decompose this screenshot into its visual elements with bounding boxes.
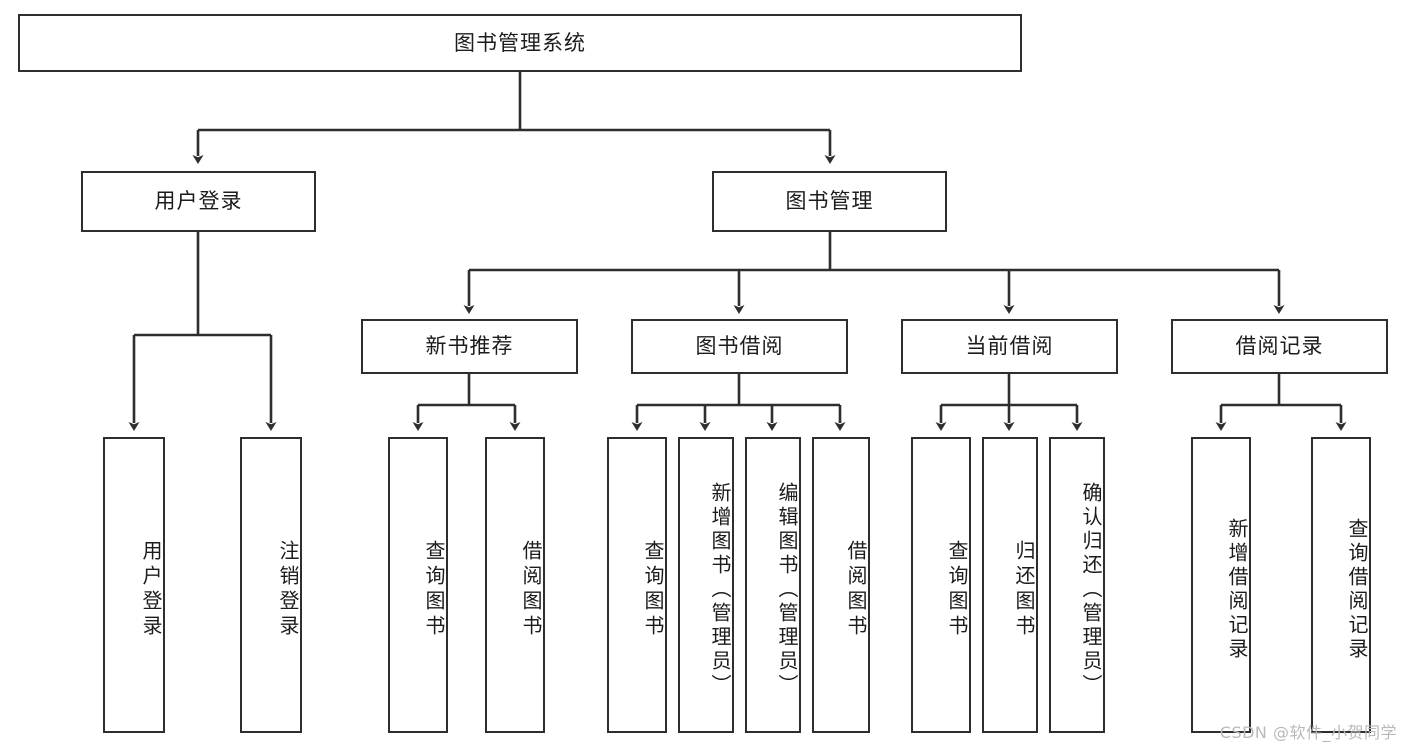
node-label: 借阅图书: [519, 540, 543, 640]
leaf-borrow-query-book[interactable]: 查询图书: [607, 437, 667, 733]
leaf-borrow-borrow-book[interactable]: 借阅图书: [812, 437, 870, 733]
node-root-book-management-system[interactable]: 图书管理系统: [18, 14, 1022, 72]
leaf-current-query-book[interactable]: 查询图书: [911, 437, 971, 733]
leaf-record-add-borrow-record[interactable]: 新增借阅记录: [1191, 437, 1251, 733]
node-label: 确认归还（管理员）: [1079, 482, 1103, 698]
node-book-management[interactable]: 图书管理: [712, 171, 947, 232]
node-borrow-record[interactable]: 借阅记录: [1171, 319, 1388, 374]
leaf-borrow-edit-book-admin[interactable]: 编辑图书（管理员）: [745, 437, 801, 733]
leaf-new-book-borrow[interactable]: 借阅图书: [485, 437, 545, 733]
leaf-user-login-signin[interactable]: 用户登录: [103, 437, 165, 733]
node-label: 编辑图书（管理员）: [775, 482, 799, 698]
leaf-current-return-book[interactable]: 归还图书: [982, 437, 1038, 733]
node-label: 查询图书: [641, 540, 665, 640]
node-label: 归还图书: [1012, 540, 1036, 640]
node-label: 用户登录: [154, 189, 243, 214]
node-user-login[interactable]: 用户登录: [81, 171, 316, 232]
node-label: 图书管理: [785, 189, 874, 214]
leaf-new-book-query[interactable]: 查询图书: [388, 437, 448, 733]
node-label: 新书推荐: [425, 334, 514, 359]
node-label: 查询图书: [945, 540, 969, 640]
watermark-text: CSDN @软件_小贺同学: [1219, 723, 1397, 742]
node-label: 用户登录: [139, 540, 163, 640]
node-label: 注销登录: [276, 540, 300, 640]
node-label: 新增借阅记录: [1225, 518, 1249, 662]
node-label: 查询图书: [422, 540, 446, 640]
node-label: 借阅记录: [1235, 334, 1324, 359]
node-new-book-recommend[interactable]: 新书推荐: [361, 319, 578, 374]
node-current-borrow[interactable]: 当前借阅: [901, 319, 1118, 374]
node-label: 图书管理系统: [454, 30, 586, 55]
leaf-record-query-borrow-record[interactable]: 查询借阅记录: [1311, 437, 1371, 733]
leaf-borrow-add-book-admin[interactable]: 新增图书（管理员）: [678, 437, 734, 733]
node-label: 查询借阅记录: [1345, 518, 1369, 662]
node-label: 新增图书（管理员）: [708, 482, 732, 698]
leaf-user-login-signout[interactable]: 注销登录: [240, 437, 302, 733]
leaf-current-confirm-return-admin[interactable]: 确认归还（管理员）: [1049, 437, 1105, 733]
node-label: 借阅图书: [844, 540, 868, 640]
node-label: 图书借阅: [695, 334, 784, 359]
node-book-borrow[interactable]: 图书借阅: [631, 319, 848, 374]
node-label: 当前借阅: [965, 334, 1054, 359]
